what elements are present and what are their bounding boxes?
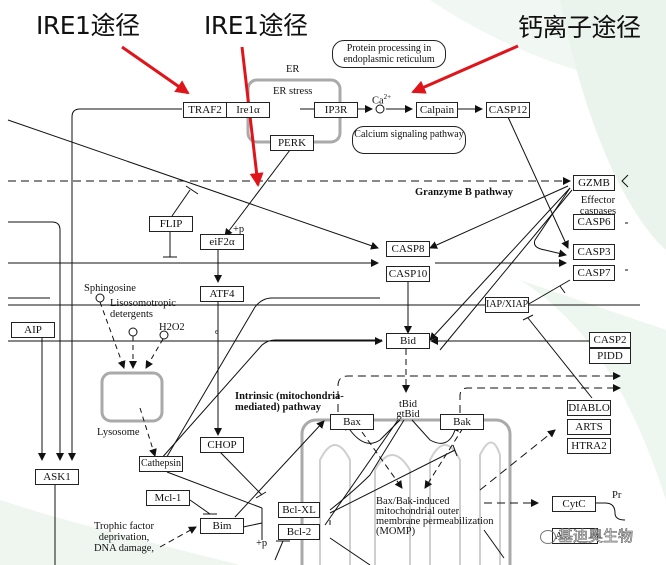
node-casp3[interactable]: CASP3: [573, 244, 615, 260]
node-traf2[interactable]: TRAF2: [183, 102, 227, 118]
lisosomotropic-label: Lisosomotropic detergents: [110, 298, 176, 320]
h2o2-label: H2O2: [159, 322, 185, 333]
node-ip3r[interactable]: IP3R: [314, 102, 358, 118]
annotation-ire1-left: IRE1途径: [36, 11, 140, 40]
node-casp12[interactable]: CASP12: [486, 102, 530, 118]
ca-text: Ca: [372, 95, 384, 107]
node-mcl1[interactable]: Mcl-1: [146, 490, 190, 506]
mitochondrion-compartment: [300, 418, 512, 565]
node-ire1a[interactable]: Ire1α: [226, 102, 270, 118]
node-casp2[interactable]: CASP2: [589, 332, 631, 348]
node-arts[interactable]: ARTS: [567, 419, 611, 435]
node-atf4[interactable]: ATF4: [200, 286, 244, 302]
node-apaf1[interactable]: A: [552, 528, 598, 544]
edge-death-receptor-casp8: [7, 119, 379, 250]
er-label: ER: [286, 64, 300, 75]
annotation-calcium-pathway: 钙离子途径: [518, 13, 641, 42]
momp-label: Bax/Bak-induced mitochondrial outer memb…: [376, 496, 494, 537]
wechat-icon: [540, 529, 556, 544]
node-diablo[interactable]: DIABLO: [567, 400, 611, 416]
node-casp10[interactable]: CASP10: [386, 266, 430, 282]
node-perk[interactable]: PERK: [270, 135, 314, 151]
lisosomotropic-node: [128, 327, 138, 337]
node-bim[interactable]: Bim: [200, 518, 244, 534]
ca-label: Ca2+: [372, 92, 391, 107]
node-calpain[interactable]: Calpain: [416, 102, 458, 118]
ca-charge: 2+: [383, 93, 392, 101]
er-stress-label: ER stress: [273, 86, 313, 97]
node-bax[interactable]: Bax: [330, 414, 374, 430]
trophic-factor-label: Trophic factor deprivation, DNA damage,: [93, 521, 155, 554]
cristae: [319, 441, 501, 565]
node-cathepsin[interactable]: Cathepsin: [139, 456, 183, 472]
node-htra2[interactable]: HTRA2: [567, 438, 611, 454]
node-chop[interactable]: CHOP: [200, 437, 244, 453]
node-casp6[interactable]: CASP6: [573, 214, 615, 230]
intrinsic-pathway-label: Intrinsic (mitochondria-mediated) pathwa…: [235, 391, 344, 413]
lysosome-compartment: [100, 371, 164, 423]
sphingosine-label: Sphingosine: [84, 283, 136, 294]
phospho-label-eif2a: +p: [233, 224, 245, 235]
sphingosine-node: [95, 293, 105, 303]
link-calcium-signaling[interactable]: Calcium signaling pathway: [352, 126, 466, 154]
node-aip[interactable]: AIP: [11, 322, 55, 338]
calcium-ion-node: [375, 104, 385, 114]
watermark-text: 基迪奥生物: [558, 527, 634, 546]
h2o2-node: [159, 330, 169, 340]
node-ask1[interactable]: ASK1: [35, 469, 79, 485]
annotation-ire1-right: IRE1途径: [204, 11, 308, 40]
node-iap-xiap[interactable]: IAP/XIAP: [485, 297, 529, 313]
granzyme-pathway-label: Granzyme B pathway: [415, 187, 513, 198]
node-gzmb[interactable]: GZMB: [573, 175, 615, 191]
node-flip[interactable]: FLIP: [149, 216, 193, 232]
node-eif2a[interactable]: eiF2α: [200, 234, 244, 250]
node-bid[interactable]: Bid: [386, 333, 430, 349]
edge-traf2-ask1: [68, 108, 182, 461]
node-casp8[interactable]: CASP8: [386, 241, 430, 257]
link-protein-processing[interactable]: Protein processing in endoplasmic reticu…: [332, 40, 446, 68]
node-pidd[interactable]: PIDD: [589, 348, 631, 364]
node-cytc[interactable]: CytC: [552, 496, 596, 512]
effector-caspases-label: Effector caspases: [579, 195, 617, 217]
phospho-label-bcl2: +p: [256, 538, 268, 549]
node-casp7[interactable]: CASP7: [573, 265, 615, 281]
pr-label: Pr: [612, 490, 622, 501]
gtbid-label: gtBid: [396, 409, 420, 420]
node-bcl-2[interactable]: Bcl-2: [278, 524, 320, 540]
watermark: 基迪奥生物: [540, 525, 633, 546]
lysosome-label: Lysosome: [97, 427, 140, 438]
tbid-label: tBid: [398, 399, 418, 410]
node-bcl-xl[interactable]: Bcl-XL: [278, 502, 320, 518]
node-bak[interactable]: Bak: [440, 414, 484, 430]
red-arrow-calcium: [411, 44, 519, 94]
e-label: e: [215, 327, 219, 336]
red-arrow-ire1-left: [121, 45, 190, 95]
